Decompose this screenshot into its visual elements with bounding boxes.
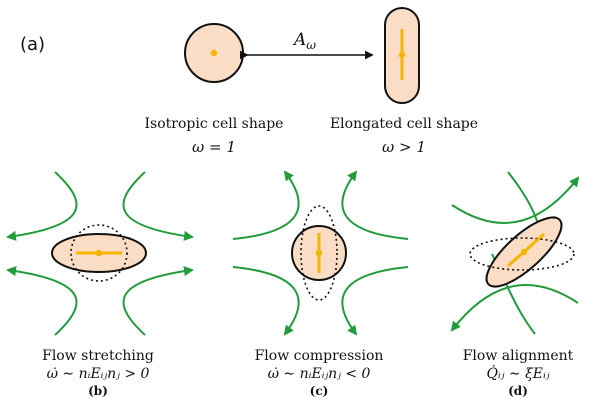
panel-d-tag: (d)	[508, 384, 528, 398]
panel-c-tag: (c)	[310, 384, 329, 398]
isotropic-formula: ω = 1	[192, 138, 236, 156]
reference-ellipse-c	[300, 205, 338, 301]
elongated-cell	[384, 7, 420, 104]
elongated-label: Elongated cell shape	[330, 116, 478, 132]
panel-b-formula: ω̇ ∼ nᵢEᵢⱼnⱼ > 0	[47, 366, 150, 382]
panel-c-formula: ω̇ ∼ nᵢEᵢⱼnⱼ < 0	[268, 366, 371, 382]
panel-b-title: Flow stretching	[42, 348, 154, 364]
flow-line-b-3	[6, 266, 78, 336]
reference-ellipse-d	[469, 237, 575, 271]
panel-a: (a) Aω Isotropic cell shape ω = 1 Elonga…	[20, 7, 478, 156]
panel-c-title: Flow compression	[255, 348, 384, 364]
panel-d-formula: Q̇ᵢⱼ ∼ ξEᵢⱼ	[486, 364, 549, 382]
isotropic-label: Isotropic cell shape	[145, 116, 284, 132]
arrow-label: Aω	[292, 30, 316, 52]
flow-line-c-3	[232, 266, 300, 336]
flow-line-d-2	[450, 284, 579, 332]
transform-arrow: Aω	[239, 30, 374, 60]
panel-a-tag: (a)	[20, 34, 45, 55]
flow-line-b-1	[6, 171, 78, 241]
panel-c: Flow compression ω̇ ∼ nᵢEᵢⱼnⱼ < 0 (c)	[232, 170, 409, 398]
reference-circle-b	[70, 224, 128, 282]
flow-line-c-1	[232, 170, 300, 240]
flow-line-c-2	[341, 170, 409, 240]
flow-lines-b	[6, 171, 194, 336]
panel-d-title: Flow alignment	[463, 348, 574, 364]
flow-line-b-4	[122, 266, 194, 336]
flow-line-b-2	[122, 171, 194, 241]
flow-line-c-4	[341, 266, 409, 336]
elongated-formula: ω > 1	[382, 138, 426, 156]
flow-line-d-1	[451, 176, 580, 224]
flow-lines-c	[232, 170, 409, 336]
isotropic-cell	[184, 23, 244, 83]
panel-d: Flow alignment Q̇ᵢⱼ ∼ ξEᵢⱼ (d)	[450, 171, 580, 398]
panel-b: Flow stretching ω̇ ∼ nᵢEᵢⱼnⱼ > 0 (b)	[6, 171, 194, 398]
panel-b-tag: (b)	[88, 384, 108, 398]
